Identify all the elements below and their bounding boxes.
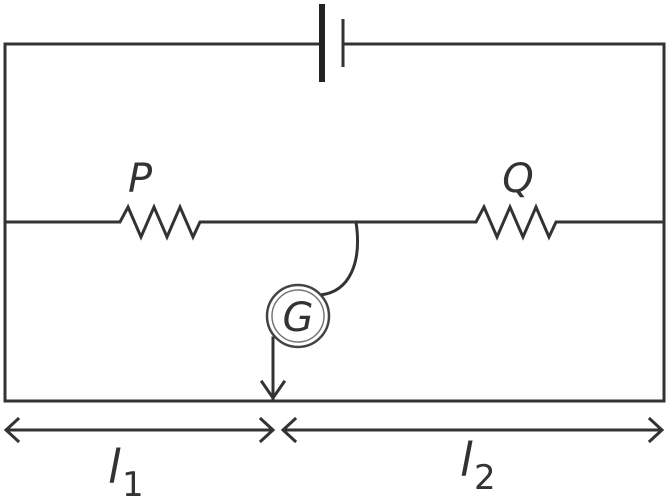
galvanometer-label: G: [283, 295, 314, 341]
resistor-p-icon: [110, 203, 210, 241]
length-l1-symbol: l: [108, 440, 121, 494]
jockey-arrow-icon: [259, 336, 287, 401]
galvanometer-icon: [265, 283, 331, 349]
length-l2-symbol: l: [460, 433, 473, 487]
resistor-q-icon: [466, 203, 566, 241]
length-l1-label: l 1: [108, 440, 144, 500]
galvanometer-lead: [318, 220, 359, 297]
battery-icon: [319, 4, 345, 82]
length-l2-subscript: 2: [474, 458, 496, 498]
middle-branch: [3, 203, 666, 241]
length-l1-arrow: [3, 416, 276, 444]
resistor-p-label: P: [128, 156, 153, 202]
length-l1-subscript: 1: [122, 465, 144, 500]
length-l2-label: l 2: [460, 433, 496, 498]
resistor-q-label: Q: [502, 156, 533, 202]
length-l2-arrow: [280, 416, 665, 444]
